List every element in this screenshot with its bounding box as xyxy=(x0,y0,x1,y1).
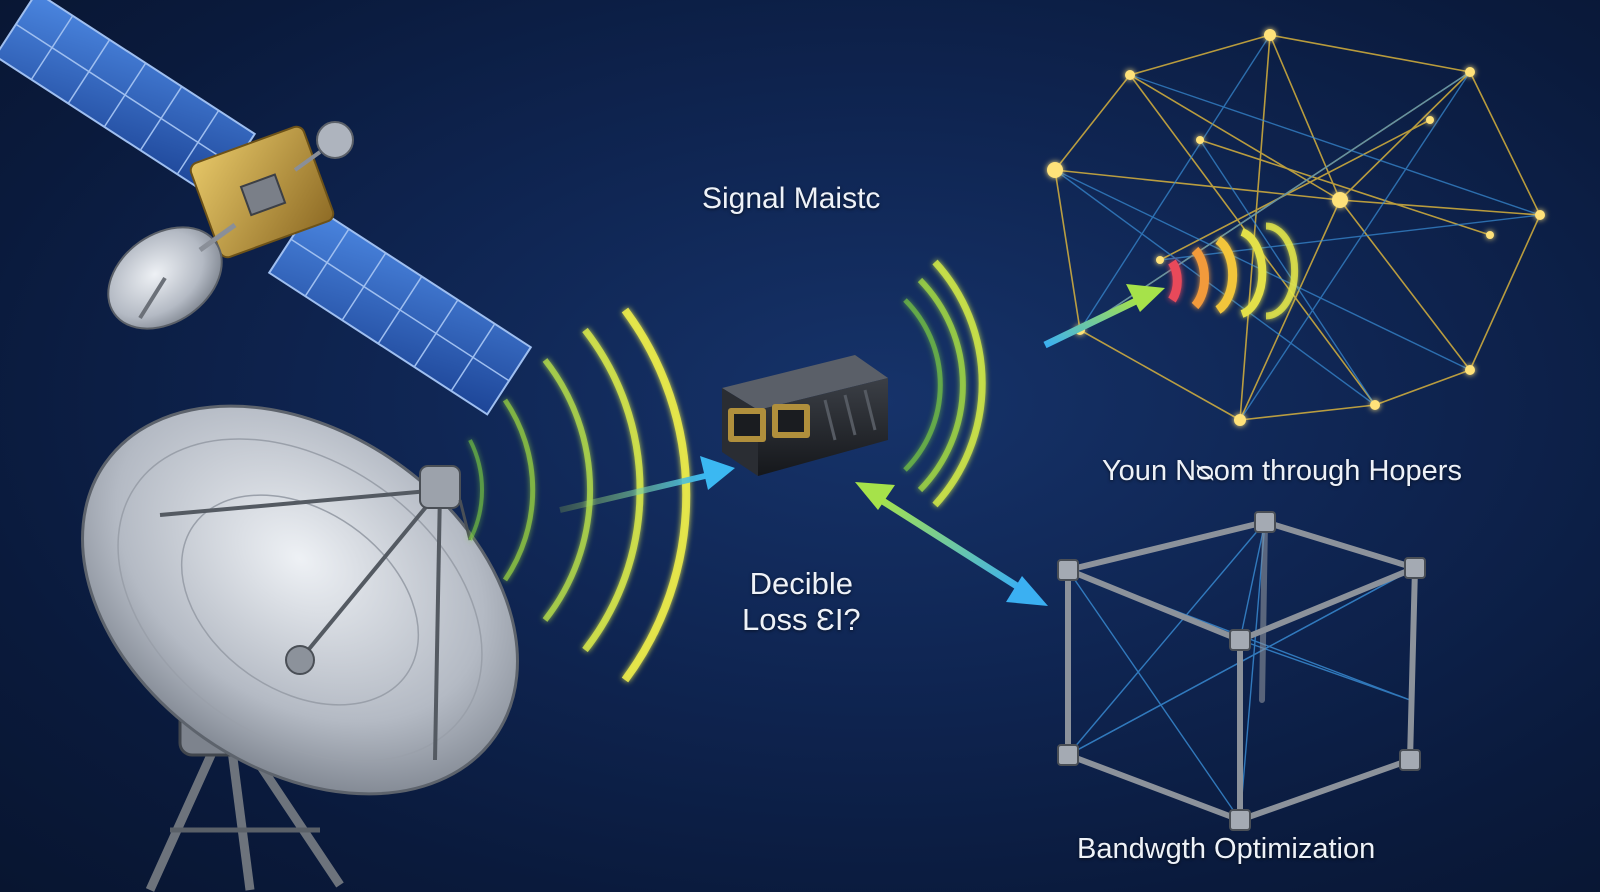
hops-label: Youn Nᴓom through Hopers xyxy=(1102,455,1462,487)
decible-loss-label: Decible Loss ƐI? xyxy=(742,566,861,638)
signal-wave-right xyxy=(903,259,986,508)
network-switch-icon xyxy=(722,355,888,476)
decible-loss-line-2: Loss ƐI? xyxy=(742,602,861,637)
decible-loss-line-1: Decible xyxy=(749,566,854,601)
satellite-icon xyxy=(0,0,533,416)
wireframe-cube-icon xyxy=(1057,511,1426,831)
arrow-to-switch xyxy=(559,456,735,513)
arrow-switch-to-cube xyxy=(855,482,1048,606)
mesh-network-icon xyxy=(1043,29,1545,426)
bandwidth-optimization-label: Bandwgth Optimization xyxy=(1077,833,1376,865)
signal-label: Signal Maistc xyxy=(702,182,881,215)
dish-antenna-icon xyxy=(81,404,519,892)
